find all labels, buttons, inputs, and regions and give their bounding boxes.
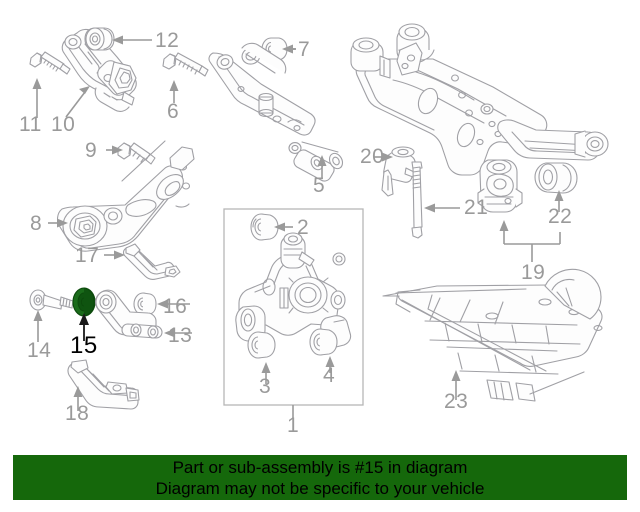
callout-label-8: 8 <box>30 212 43 235</box>
callout-label-14: 14 <box>27 339 52 362</box>
banner-line-2: Diagram may not be specific to your vehi… <box>155 478 485 498</box>
callout-label-18: 18 <box>65 402 90 425</box>
callout-label-9: 9 <box>85 139 98 162</box>
callout-label-12: 12 <box>155 29 180 52</box>
part-16-bushing <box>133 292 157 316</box>
callout-label-17: 17 <box>75 244 100 267</box>
callout-label-23: 23 <box>444 390 469 413</box>
callout-label-15: 15 <box>70 332 98 359</box>
part-20-bracket <box>381 146 416 197</box>
callout-label-6: 6 <box>167 100 180 123</box>
part-6-bolt <box>162 52 209 77</box>
part-13-toe-link <box>95 289 163 339</box>
part-12-bushing <box>84 27 115 51</box>
callout-label-10: 10 <box>51 113 76 136</box>
part-14-bolt <box>29 289 74 311</box>
callout-label-2: 2 <box>297 216 310 239</box>
callout-label-22: 22 <box>548 205 573 228</box>
callout-label-5: 5 <box>313 174 326 197</box>
part-18-bracket <box>67 359 140 410</box>
part-9-bolt <box>117 142 156 165</box>
part-11-bolt <box>29 51 71 75</box>
part-21-long-bolt <box>411 161 423 239</box>
callout-label-4: 4 <box>323 364 336 387</box>
part-22-bushing <box>534 162 578 194</box>
part-17-link <box>122 243 181 280</box>
callout-label-7: 7 <box>298 38 311 61</box>
callout-arrows <box>32 35 564 418</box>
part-2-bushing <box>250 213 279 241</box>
callout-label-16: 16 <box>163 295 188 318</box>
callout-label-21: 21 <box>464 196 489 219</box>
part-1-knuckle-assembly <box>235 232 352 348</box>
part-notice-banner: Part or sub-assembly is #15 in diagram D… <box>13 455 627 500</box>
callout-label-11: 11 <box>19 113 42 136</box>
banner-line-1: Part or sub-assembly is #15 in diagram <box>172 457 468 477</box>
callout-label-1: 1 <box>287 414 300 437</box>
callout-label-3: 3 <box>259 375 272 398</box>
callout-label-20: 20 <box>360 145 385 168</box>
part-19-rear-subframe <box>350 23 609 213</box>
part-5-lower-control-arm <box>208 42 344 182</box>
part-3-bushing <box>247 331 276 359</box>
part-4-bushing <box>309 328 338 356</box>
part-23-underbody-shield <box>382 268 603 402</box>
callout-label-13: 13 <box>168 324 193 347</box>
part-8-trailing-arm <box>57 140 195 252</box>
callout-label-19: 19 <box>521 261 546 284</box>
part-15-bushing-highlighted <box>72 287 96 317</box>
